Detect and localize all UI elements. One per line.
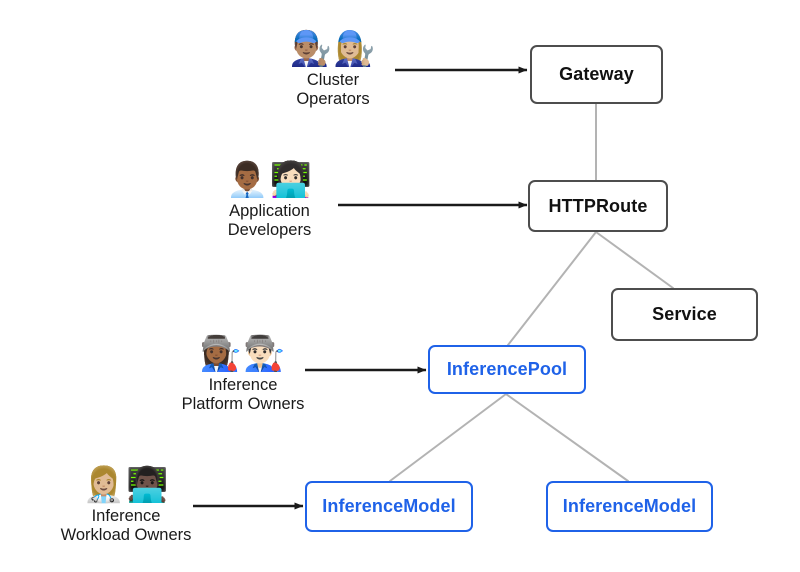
persona-inference-platform-owners-icon: 👩🏾‍🏭👨🏻‍🏭	[199, 334, 287, 374]
persona-label-line1: Application	[229, 201, 310, 220]
persona-label-line1: Inference	[91, 506, 161, 525]
node-inferencepool[interactable]: InferencePool	[428, 345, 586, 394]
node-label: InferenceModel	[322, 496, 456, 516]
edge-httproute-to-inferencepool	[507, 231, 597, 346]
node-gateway[interactable]: Gateway	[530, 45, 663, 104]
node-label: HTTPRoute	[548, 195, 648, 216]
persona-label-line1: Cluster	[306, 70, 360, 89]
node-inferencemodel-2[interactable]: InferenceModel	[546, 481, 713, 532]
edge-httproute-to-service	[595, 231, 674, 289]
edge-inferencepool-to-inferencemodel-2	[505, 393, 629, 482]
persona-application-developers-icon: 👨🏾‍💼👩🏻‍💻	[226, 160, 313, 200]
persona-label-line2: Operators	[296, 89, 370, 108]
persona-arrows	[193, 66, 528, 510]
persona-label-line2: Developers	[227, 220, 312, 239]
node-label: Gateway	[559, 64, 634, 84]
node-label: InferencePool	[446, 359, 568, 379]
persona-inference-workload-owners-icon: 👩🏼‍⚕️👨🏿‍💻	[82, 465, 170, 505]
node-label: Service	[652, 304, 717, 324]
persona-label-line1: Inference	[208, 375, 278, 394]
node-service[interactable]: Service	[611, 288, 758, 341]
persona-label-line2: Workload Owners	[60, 525, 192, 544]
node-httproute[interactable]: HTTPRoute	[528, 180, 668, 232]
persona-label-line2: Platform Owners	[181, 394, 305, 413]
node-label: InferenceModel	[562, 496, 697, 516]
node-inferencemodel-1[interactable]: InferenceModel	[305, 481, 473, 532]
persona-cluster-operators-icon: 👨🏽‍🔧👩🏼‍🔧	[289, 29, 377, 69]
edge-inferencepool-to-inferencemodel-1	[389, 393, 507, 482]
